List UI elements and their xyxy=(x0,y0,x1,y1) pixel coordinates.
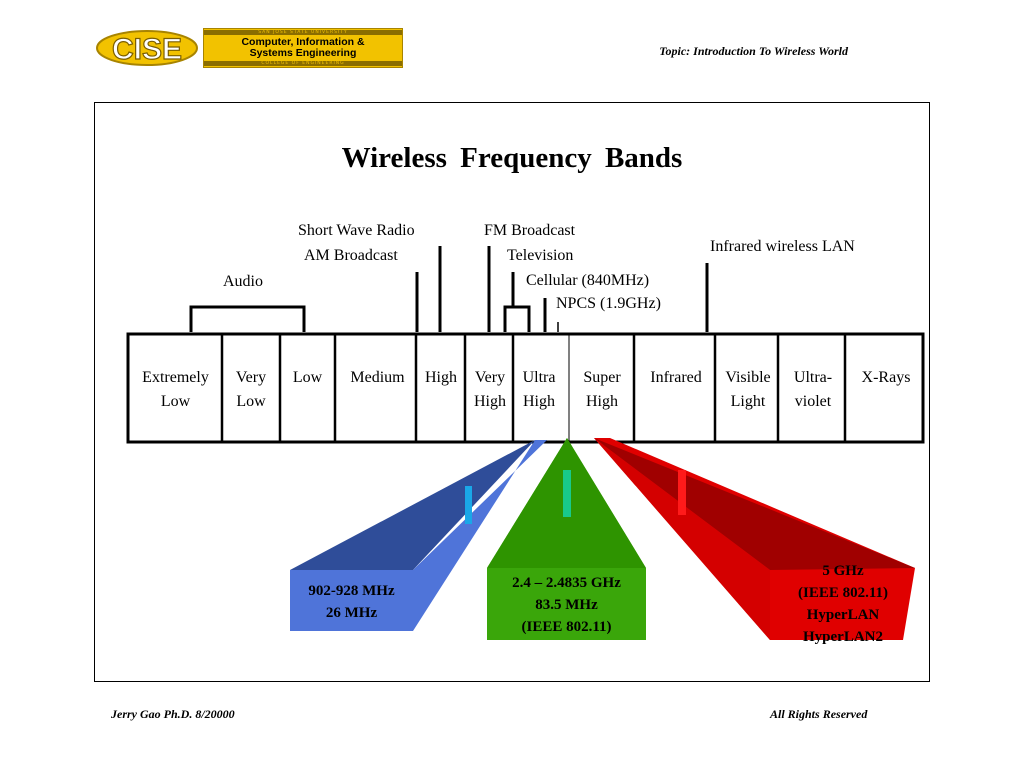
footer-author: Jerry Gao Ph.D. 8/20000 xyxy=(111,707,235,721)
label-short-wave-radio: Short Wave Radio xyxy=(298,222,415,239)
topic-header: Topic: Introduction To Wireless World xyxy=(659,44,848,58)
label-am-broadcast: AM Broadcast xyxy=(304,247,398,264)
ism-red-beam xyxy=(594,438,915,640)
band-ultraviolet: Ultra-violet xyxy=(793,369,833,410)
television-bracket xyxy=(503,305,531,332)
slide-frame xyxy=(94,102,930,682)
band-dividers xyxy=(220,334,847,442)
ism-blue-beam xyxy=(290,440,547,631)
cise-logo: CISE SAN JOSE STATE UNIVERSITY Computer,… xyxy=(95,28,405,70)
ism-red-label: 5 GHz (IEEE 802.11) HyperLAN HyperLAN2 xyxy=(797,563,888,645)
band-low: Low xyxy=(292,369,323,386)
page-title: Wireless Frequency Bands xyxy=(341,142,683,174)
band-medium: Medium xyxy=(350,369,405,386)
band-infrared: Infrared xyxy=(650,369,702,386)
ism-blue-label: 902-928 MHz 26 MHz xyxy=(308,583,395,621)
logo-line-2: Systems Engineering xyxy=(249,47,357,59)
label-television: Television xyxy=(507,247,574,264)
logo-department-box: SAN JOSE STATE UNIVERSITY Computer, Info… xyxy=(203,28,403,68)
band-high: High xyxy=(425,369,457,386)
logo-college: COLLEGE OF ENGINEERING xyxy=(204,61,402,66)
svg-text:CISE: CISE xyxy=(112,33,182,66)
footer-rights: All Rights Reserved xyxy=(770,707,868,721)
band-x-rays: X-Rays xyxy=(861,369,911,386)
ism-green-label: 2.4 – 2.4835 GHz 83.5 MHz (IEEE 802.11) xyxy=(512,575,621,635)
logo-line-1: Computer, Information & xyxy=(241,36,365,48)
logo-department: Computer, Information & Systems Engineer… xyxy=(204,37,402,59)
label-npcs: NPCS (1.9GHz) xyxy=(556,295,661,312)
spectrum-box xyxy=(126,332,925,444)
audio-bracket xyxy=(189,305,306,332)
label-fm-broadcast: FM Broadcast xyxy=(484,222,576,239)
label-infrared-lan: Infrared wireless LAN xyxy=(710,238,855,255)
ism-green-beam xyxy=(487,438,646,640)
cise-logo-mark: CISE xyxy=(96,30,198,67)
label-cellular: Cellular (840MHz) xyxy=(526,272,650,289)
application-lines xyxy=(189,246,709,332)
label-audio: Audio xyxy=(223,273,263,290)
logo-university: SAN JOSE STATE UNIVERSITY xyxy=(204,30,402,35)
